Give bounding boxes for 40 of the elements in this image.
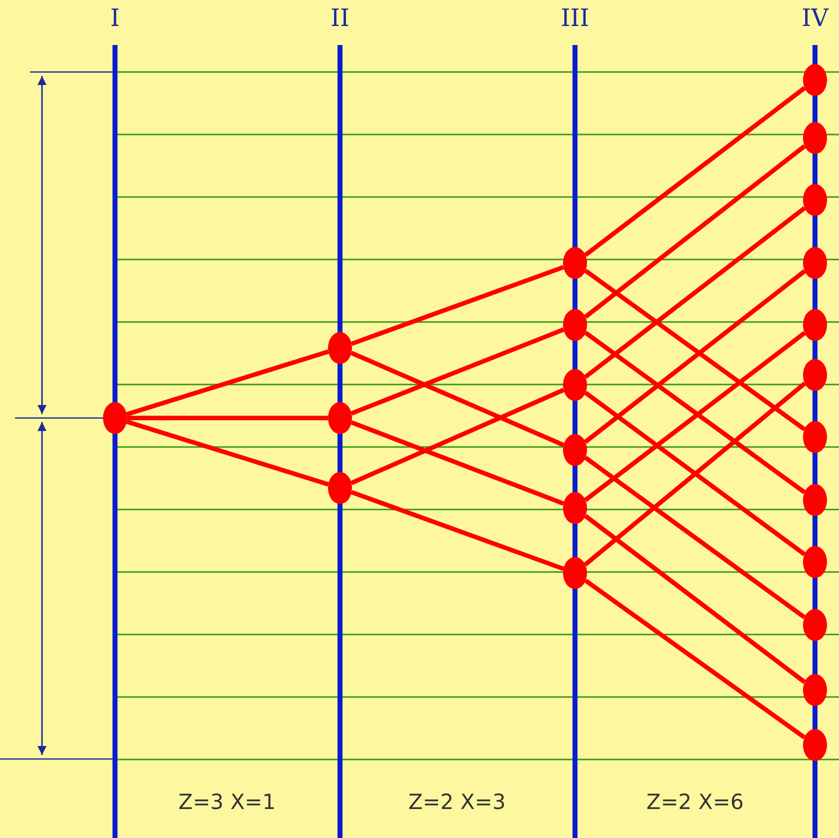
gear-group-label: Z=3 X=1 <box>178 790 276 814</box>
junction-dot <box>803 122 827 154</box>
junction-dot <box>803 609 827 641</box>
junction-dot <box>563 557 587 589</box>
junction-dot <box>328 472 352 504</box>
connector-line <box>584 514 806 684</box>
junction-dot <box>563 247 587 279</box>
connector-line <box>350 388 564 486</box>
junction-dot <box>803 359 827 391</box>
gear-group-label: Z=2 X=3 <box>408 790 506 814</box>
junction-dot <box>328 332 352 364</box>
junction-dot <box>103 402 127 434</box>
junction-dot <box>803 674 827 706</box>
junction-dot <box>803 64 827 96</box>
junction-dot <box>563 492 587 524</box>
connector-line <box>584 578 806 740</box>
junction-dot <box>803 184 827 216</box>
connector-line <box>584 206 806 379</box>
connector-line <box>126 419 329 487</box>
junction-dot <box>803 729 827 761</box>
connector-line <box>127 416 328 420</box>
connector-line <box>350 490 564 571</box>
junction-dot <box>563 369 587 401</box>
connector-line <box>350 327 564 416</box>
junction-dot <box>803 421 827 453</box>
connector-line <box>584 86 806 257</box>
connector-line <box>584 456 806 620</box>
connector-line <box>584 144 806 319</box>
junction-dot <box>563 434 587 466</box>
gear-group-label: Z=2 X=6 <box>646 790 744 814</box>
junction-dot <box>803 247 827 279</box>
connector-line <box>126 349 329 417</box>
connector-line <box>350 265 564 346</box>
junction-dot <box>803 309 827 341</box>
junction-dot <box>803 546 827 578</box>
junction-dot <box>803 484 827 516</box>
connector-line <box>350 420 564 506</box>
junction-dot <box>563 309 587 341</box>
junction-dot <box>328 402 352 434</box>
connector-line <box>350 350 564 448</box>
